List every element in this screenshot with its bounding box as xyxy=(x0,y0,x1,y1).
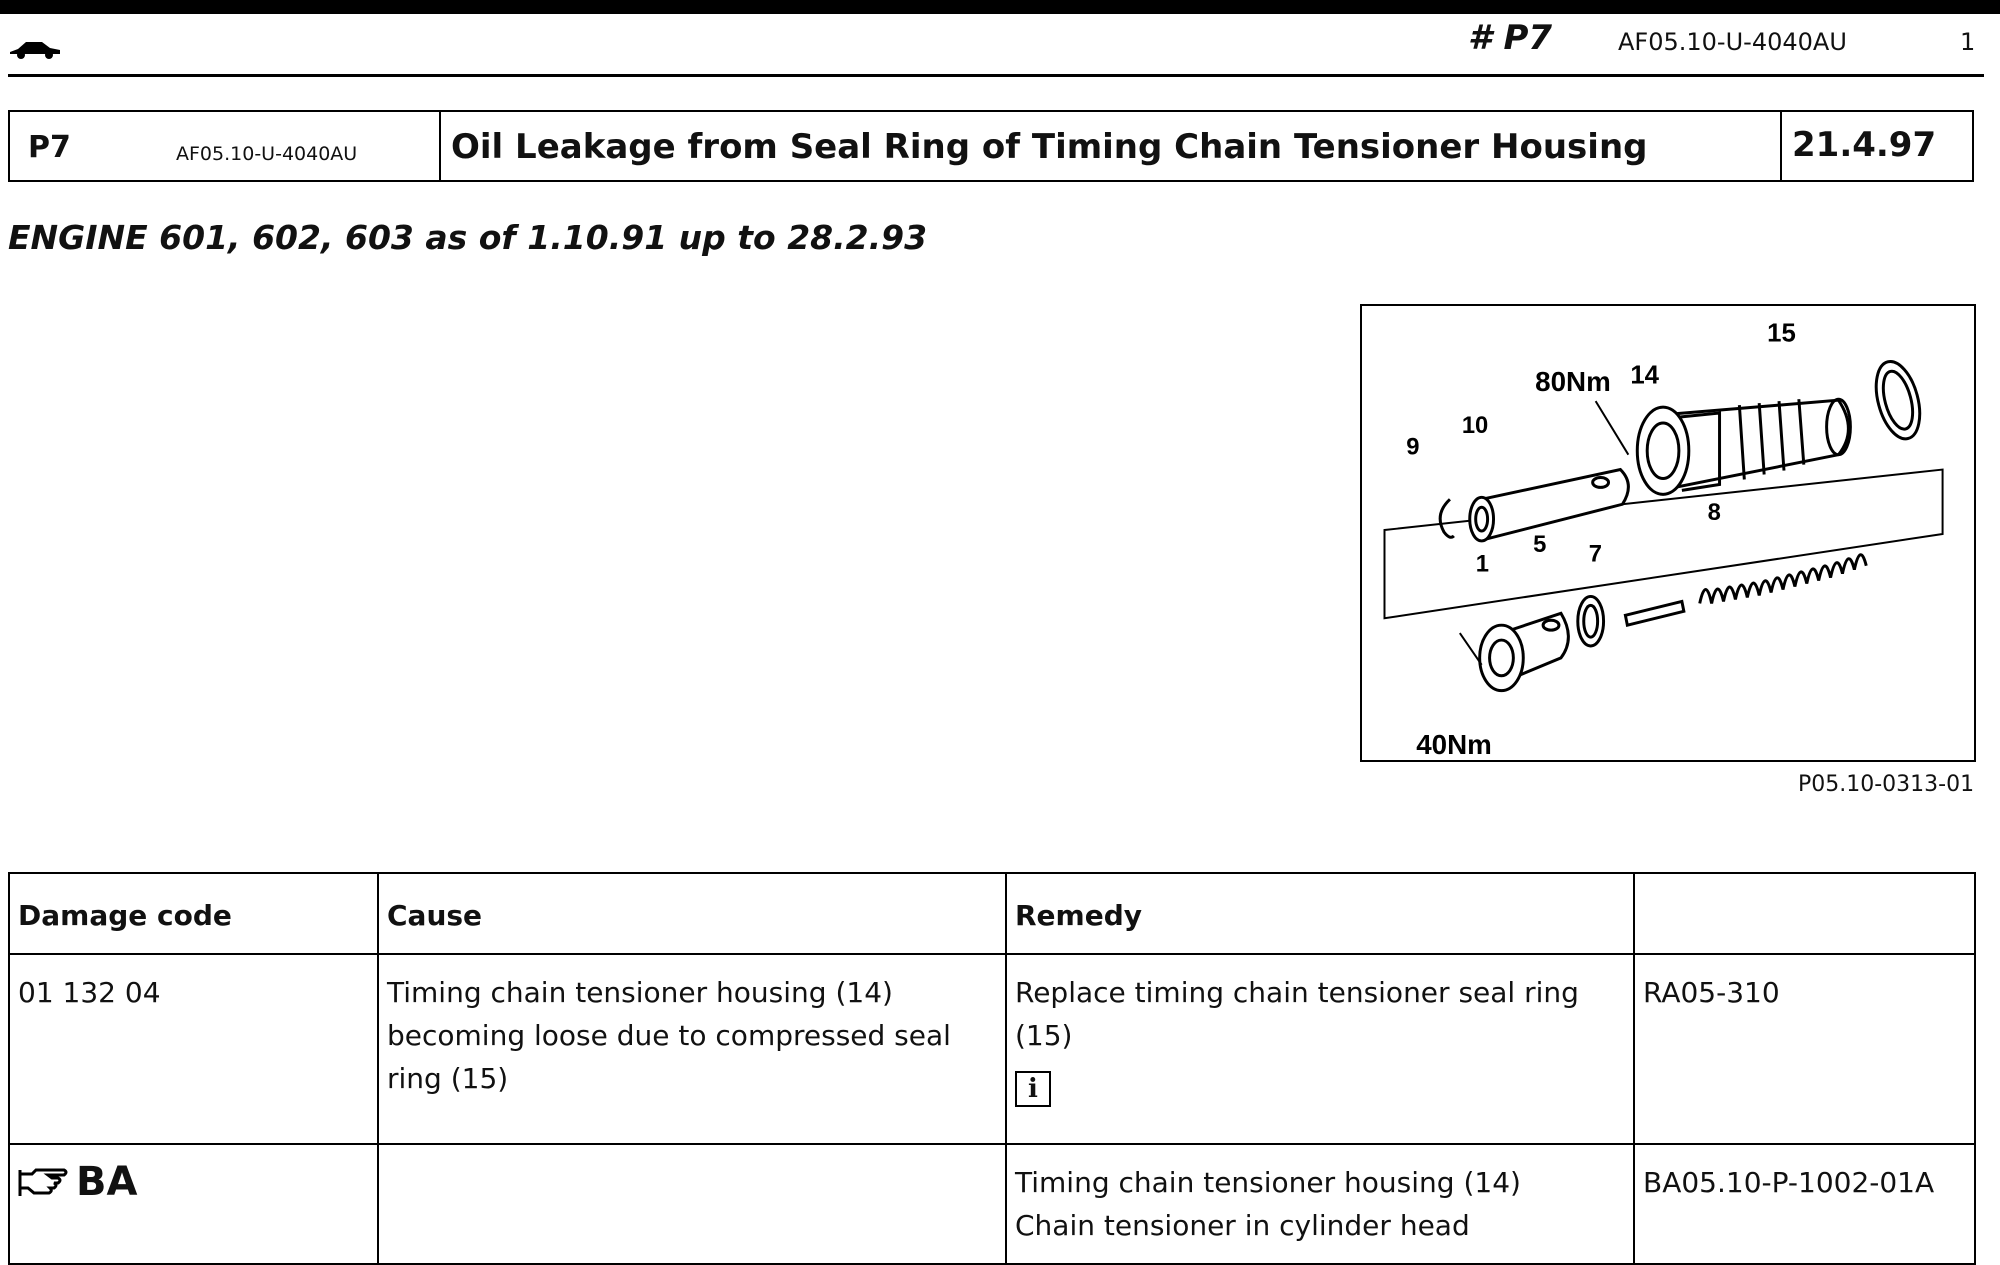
remedy-line-2: Chain tensioner in cylinder head xyxy=(1015,1209,1470,1242)
label-8: 8 xyxy=(1708,499,1721,526)
top-black-bar xyxy=(0,0,2000,14)
label-10: 10 xyxy=(1462,412,1488,439)
page-number: 1 xyxy=(1960,28,1976,56)
title-box: P7 AF05.10-U-4040AU Oil Leakage from Sea… xyxy=(8,110,1974,182)
car-icon xyxy=(10,42,60,59)
label-80nm: 80Nm xyxy=(1535,366,1611,397)
ba-cell: BA xyxy=(8,1143,379,1265)
header-damage-code: Damage code xyxy=(8,872,379,955)
label-5: 5 xyxy=(1533,531,1546,558)
header-reference: AF05.10-U-4040AU xyxy=(1618,28,1847,56)
header-reference xyxy=(1633,872,1976,955)
title-reference: AF05.10-U-4040AU xyxy=(176,143,358,165)
document-title: Oil Leakage from Seal Ring of Timing Cha… xyxy=(441,112,1782,180)
figure-reference: P05.10-0313-01 xyxy=(1798,772,1975,797)
label-14: 14 xyxy=(1630,361,1659,389)
damage-code-cell: 01 132 04 xyxy=(8,953,379,1145)
repair-reference-cell: RA05-310 xyxy=(1633,953,1976,1145)
title-box-code-cell: P7 AF05.10-U-4040AU xyxy=(10,112,441,180)
engine-applicability: ENGINE 601, 602, 603 as of 1.10.91 up to… xyxy=(8,218,928,257)
label-40nm: 40Nm xyxy=(1416,729,1492,760)
ba-reference-cell: BA05.10-P-1002-01A xyxy=(1633,1143,1976,1265)
table-header-row: Damage code Cause Remedy xyxy=(8,872,1976,955)
header-code: # P7 xyxy=(1468,18,1553,58)
cause-cell-empty xyxy=(377,1143,1007,1265)
table-row: BA Timing chain tensioner housing (14) C… xyxy=(8,1143,1976,1265)
pointing-hand-icon xyxy=(18,1168,68,1196)
damage-table: Damage code Cause Remedy 01 132 04 Timin… xyxy=(8,872,1976,1265)
document-date: 21.4.97 xyxy=(1792,125,1937,165)
header-remedy: Remedy xyxy=(1005,872,1635,955)
ba-label: BA xyxy=(76,1159,138,1205)
cause-cell: Timing chain tensioner housing (14) beco… xyxy=(377,953,1007,1145)
table-row: 01 132 04 Timing chain tensioner housing… xyxy=(8,953,1976,1145)
label-7: 7 xyxy=(1589,541,1602,568)
label-1: 1 xyxy=(1476,551,1489,578)
label-15: 15 xyxy=(1767,320,1796,348)
header-rule xyxy=(8,74,1984,77)
tensioner-drawing: 15 14 80Nm 10 9 8 1 5 7 40Nm xyxy=(1383,320,1944,760)
remedy-line-1: Timing chain tensioner housing (14) xyxy=(1015,1166,1521,1199)
remedy-text: Replace timing chain tensioner seal ring… xyxy=(1015,976,1579,1052)
remedy-cell: Replace timing chain tensioner seal ring… xyxy=(1005,953,1635,1145)
exploded-diagram: 15 14 80Nm 10 9 8 1 5 7 40Nm xyxy=(1360,304,1976,762)
info-icon[interactable]: i xyxy=(1015,1071,1051,1107)
header-cause: Cause xyxy=(377,872,1007,955)
label-9: 9 xyxy=(1406,434,1419,461)
title-code: P7 xyxy=(28,130,71,165)
remedy-cell: Timing chain tensioner housing (14) Chai… xyxy=(1005,1143,1635,1265)
